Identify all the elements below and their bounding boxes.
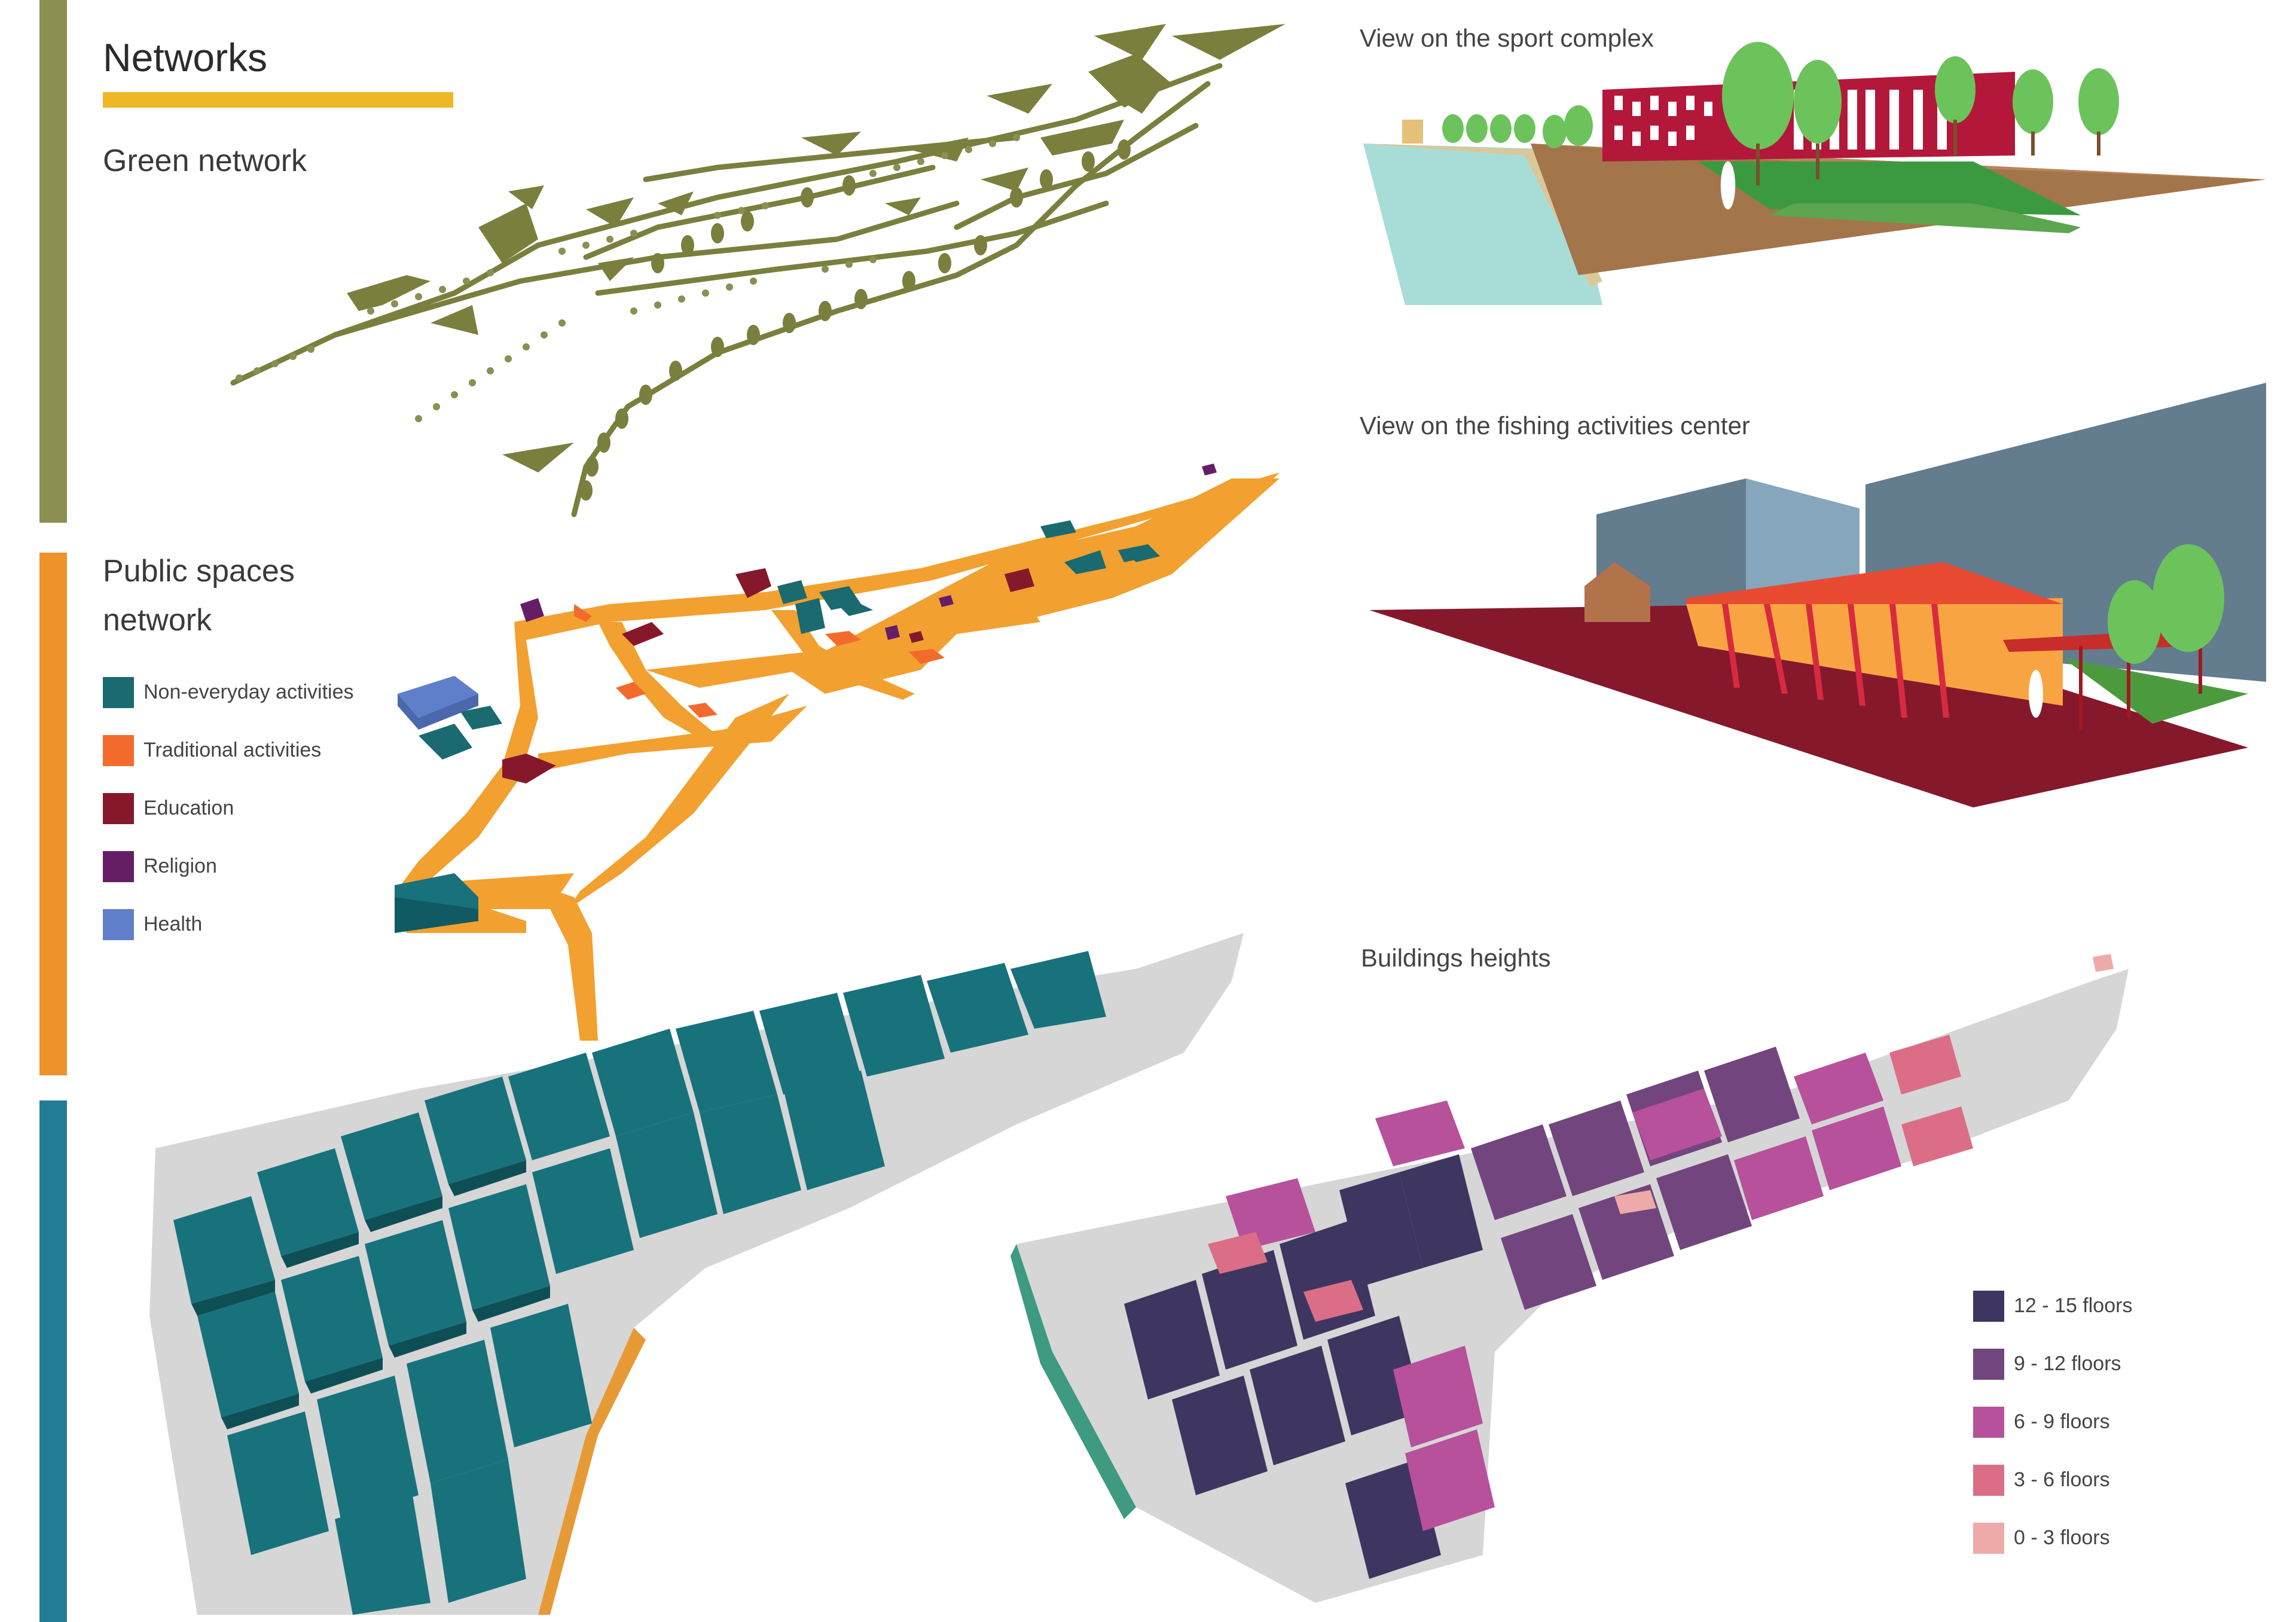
public-spaces-heading-line1: Public spaces — [103, 554, 295, 589]
building-heights-label: Buildings heights — [1361, 944, 1551, 972]
legend-swatch — [1973, 1291, 2004, 1322]
legend-swatch — [1973, 1523, 2004, 1554]
green-network-heading: Green network — [103, 144, 307, 178]
legend-swatch — [103, 735, 134, 766]
page-title: Networks — [103, 35, 268, 80]
legend-swatch — [103, 793, 134, 824]
legend-swatch — [103, 677, 134, 708]
legend-swatch — [103, 851, 134, 882]
orange-section-bar — [39, 553, 67, 1075]
title-underline — [103, 92, 453, 108]
legend-swatch — [1973, 1407, 2004, 1438]
public-spaces-heading-line2: network — [103, 603, 212, 638]
legend-swatch — [1973, 1465, 2004, 1496]
legend-swatch — [1973, 1349, 2004, 1380]
teal-section-bar — [39, 1100, 67, 1622]
sport-complex-view-label: View on the sport complex — [1360, 24, 1654, 52]
building-heights-legend: 12 - 15 floors 9 - 12 floors 6 - 9 floor… — [1973, 1291, 2248, 1560]
fishing-center-view-label: View on the fishing activities center — [1360, 411, 1750, 440]
public-spaces-legend: Non-everyday activities Traditional acti… — [103, 677, 414, 946]
legend-swatch — [103, 909, 134, 940]
green-section-bar — [39, 0, 67, 523]
